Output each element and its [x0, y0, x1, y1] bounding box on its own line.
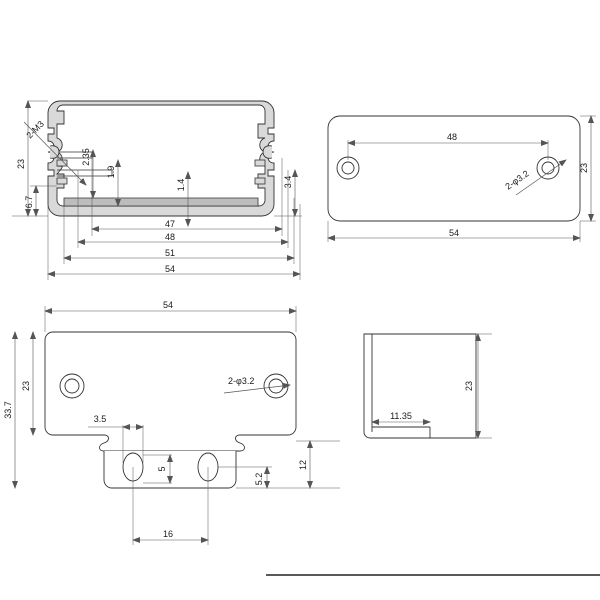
dim-height-6-7: 6.7 [24, 196, 34, 209]
profile-left-slot-upper [56, 159, 68, 167]
bottom-plate-outline [44, 331, 297, 452]
view-end-panel: 48 2-φ3.2 23 54 [327, 115, 596, 242]
dim-plate-23: 23 [21, 381, 31, 391]
dim-plate-5: 5 [157, 466, 167, 471]
profile-left-slot-lower [56, 177, 68, 185]
view-l-bracket-profile: 23 11.35 [363, 333, 492, 439]
leader-p32 [515, 159, 567, 196]
dim-width-51: 51 [165, 248, 175, 258]
bracket-outline [363, 333, 477, 439]
view-bottom-plate: 54 33.7 23 3.5 5 5.2 12 16 2-φ [3, 300, 340, 545]
dim-plate-33-7: 33.7 [3, 401, 13, 419]
dim-panel-48: 48 [447, 132, 457, 142]
dim-plate-3-5: 3.5 [94, 414, 107, 424]
dim-width-47: 47 [165, 219, 175, 229]
dim-2-35: 2.35 [81, 148, 91, 166]
dim-width-48: 48 [165, 232, 175, 242]
dim-bracket-11-35: 11.35 [390, 411, 412, 421]
leader-b32 [223, 382, 291, 394]
bottom-plate-hole-left-inner [64, 378, 80, 394]
bottom-plate-hole-left-outer [59, 373, 85, 399]
leader-2-m3 [23, 121, 87, 186]
dim-bracket-23: 23 [464, 381, 474, 391]
dim-panel-54: 54 [449, 228, 459, 238]
dim-height-23: 23 [16, 159, 26, 169]
end-panel-hole-left-inner [341, 161, 355, 175]
dim-width-54: 54 [165, 264, 175, 274]
profile-inner-cavity [55, 104, 267, 207]
profile-right-slot-lower [254, 177, 266, 185]
dim-plate-5-2: 5.2 [254, 473, 264, 486]
profile-shelf-left-b [57, 169, 113, 177]
view-front-cross-section: 2-M3 23 6.7 2.35 1.9 1.4 3.4 47 48 [12, 100, 302, 280]
dim-2-m3-leader: 2-M3 [24, 119, 46, 141]
profile-m3-boss-right [262, 145, 273, 159]
dim-1-4: 1.4 [176, 179, 186, 192]
dim-plate-54: 54 [163, 300, 173, 310]
profile-floor-rail [63, 197, 259, 207]
dim-panel-23: 23 [579, 163, 589, 173]
dim-plate-12: 12 [298, 460, 308, 470]
dim-plate-16: 16 [163, 529, 173, 539]
dim-1-9: 1.9 [106, 166, 116, 179]
dim-plate-2-phi3-2-leader: 2-φ3.2 [228, 376, 254, 386]
profile-right-slot-upper [254, 159, 266, 167]
